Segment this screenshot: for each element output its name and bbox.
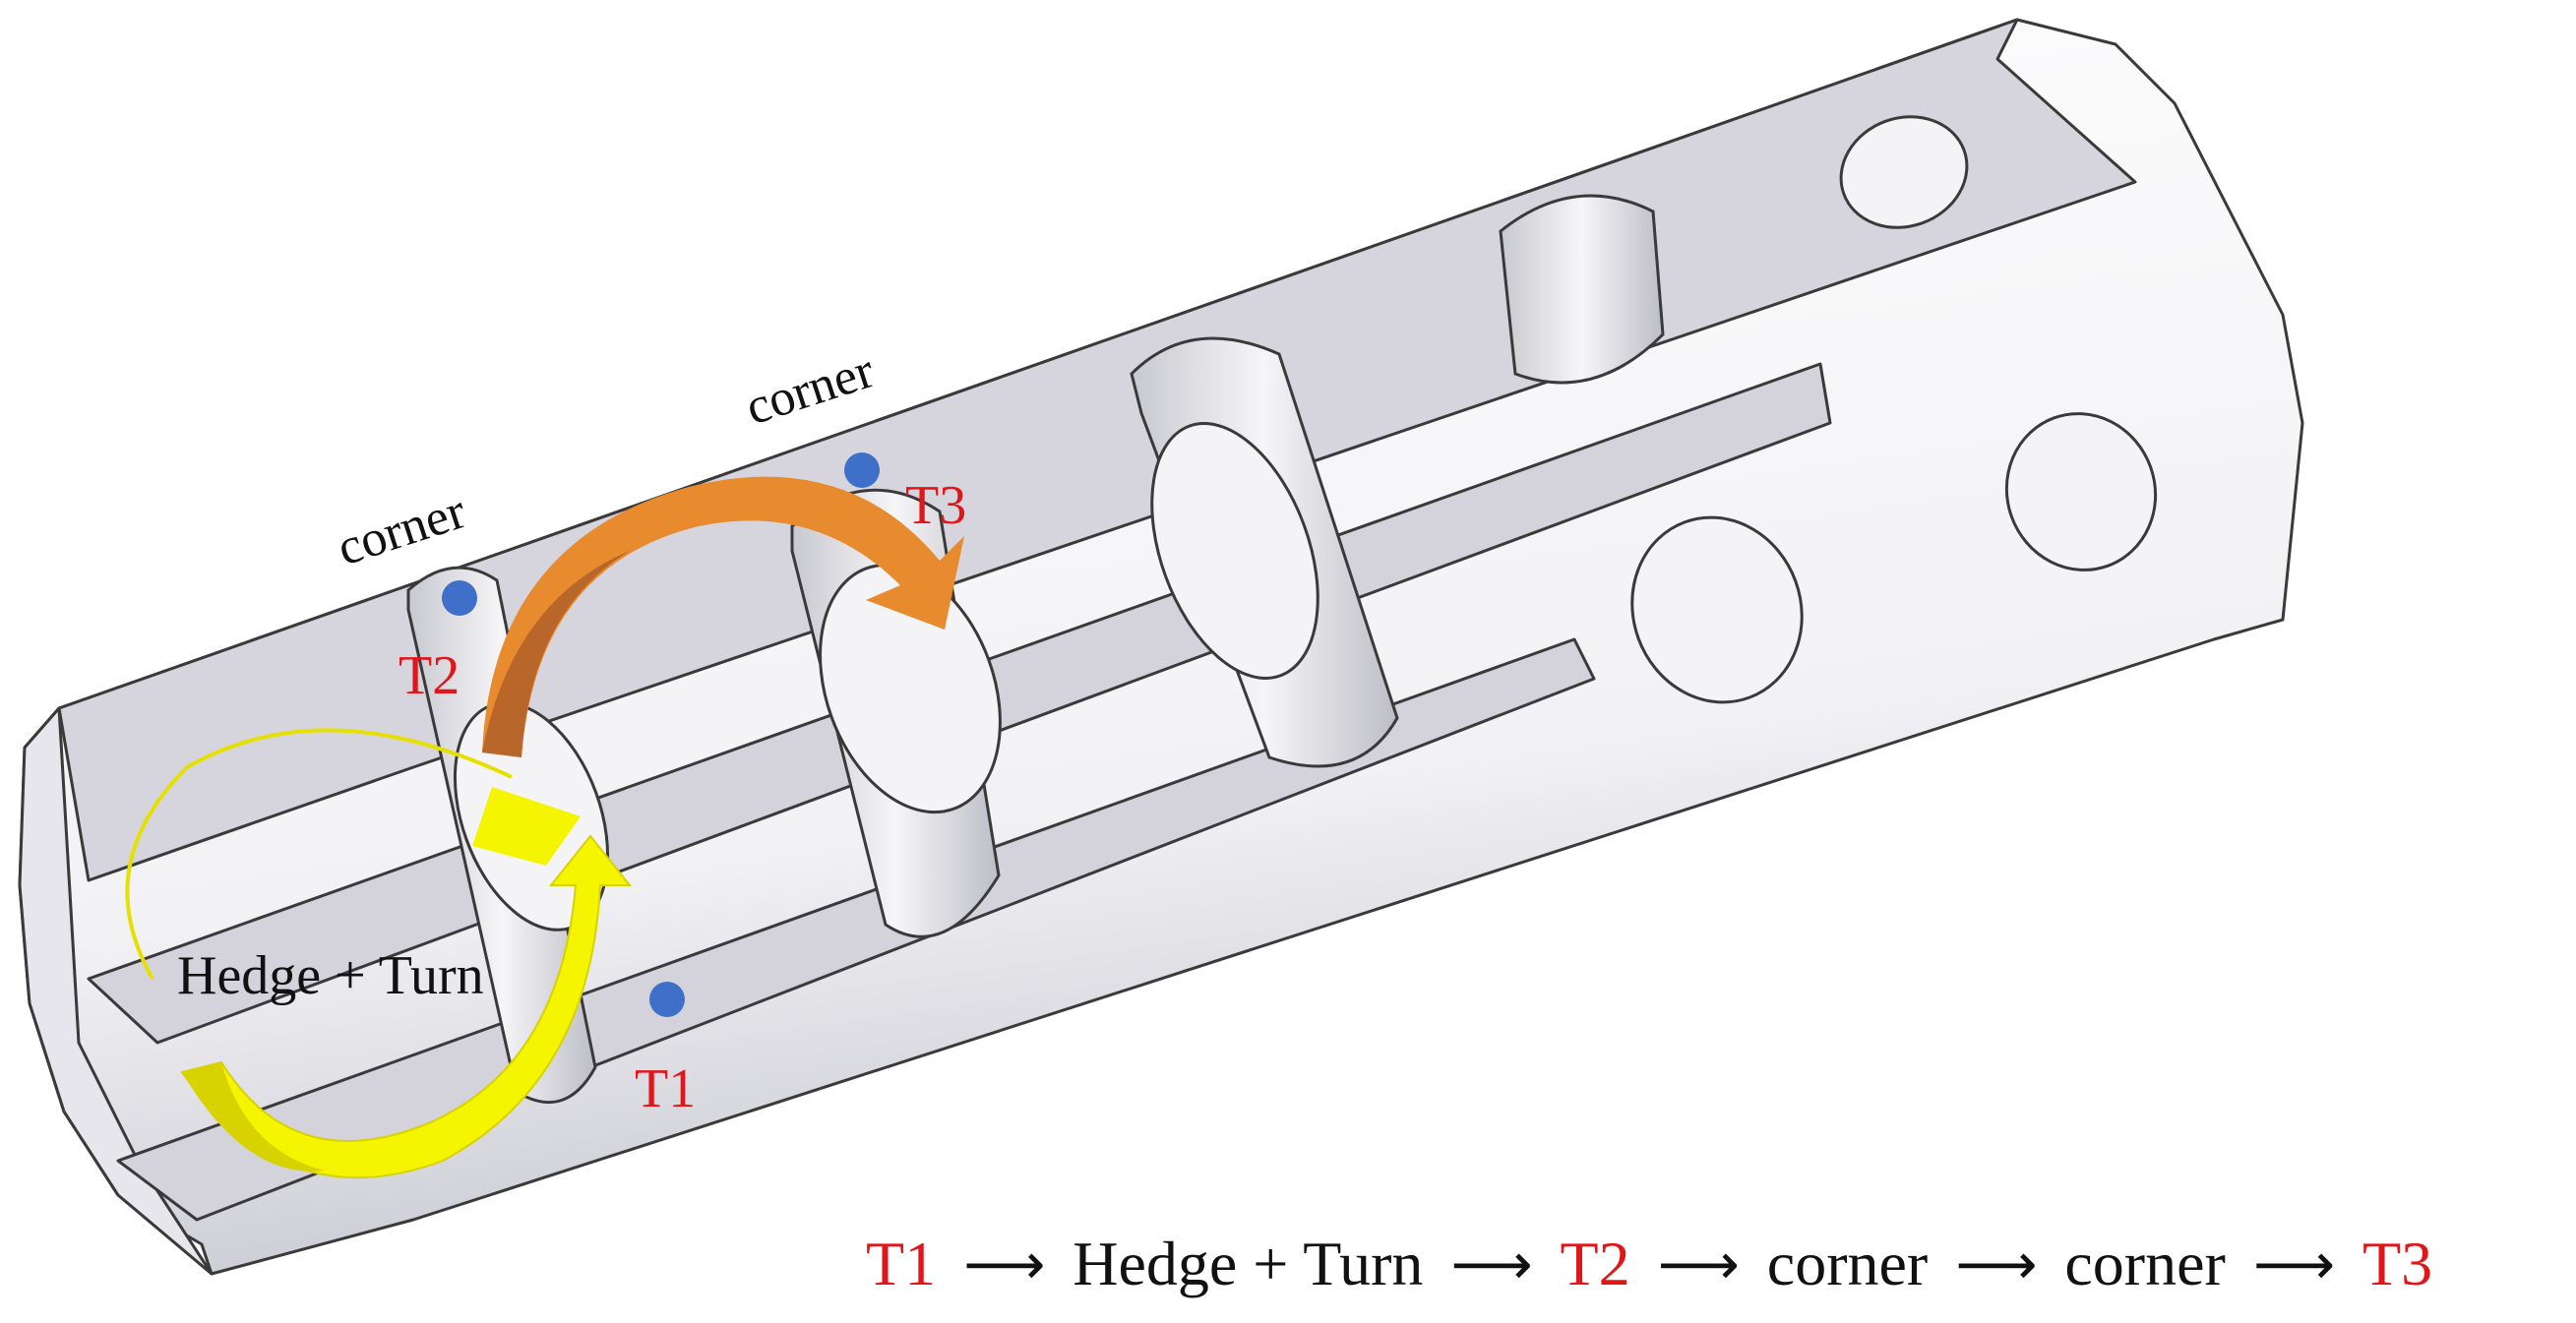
sequence-caption: T1 ⟶ Hedge + Turn ⟶ T2 ⟶ corner ⟶ corner… — [866, 1220, 2558, 1308]
seq-corner-2: corner — [2064, 1229, 2226, 1298]
hole-mid — [1150, 422, 1319, 680]
yellow-outline-arc — [125, 728, 513, 980]
marker-t3 — [844, 452, 880, 488]
hedge-turn-arrows — [125, 728, 633, 1179]
yellow-arc-main — [180, 834, 633, 1179]
pipe-end-face — [18, 706, 214, 1276]
marker-t1 — [649, 982, 685, 1017]
hole-right-1 — [1630, 515, 1804, 704]
t2-t3-arrow — [482, 476, 964, 757]
slot-upper — [1499, 194, 1665, 385]
label-t3: T3 — [905, 475, 966, 536]
hole-right-2 — [2004, 412, 2158, 571]
yellow-arc-tail — [182, 1062, 325, 1172]
label-t1: T1 — [635, 1058, 696, 1119]
seq-t3: T3 — [2361, 1229, 2433, 1298]
seq-hedge-turn: Hedge + Turn — [1073, 1229, 1424, 1298]
seq-t1: T1 — [866, 1229, 937, 1298]
pipe-body — [18, 18, 2304, 1276]
seq-arrow-1-icon: ⟶ — [963, 1231, 1046, 1297]
label-corner-1: corner — [331, 483, 472, 576]
label-corner-2: corner — [739, 342, 881, 436]
yellow-arc-upper — [472, 787, 581, 866]
label-hedge-turn: Hedge + Turn — [177, 945, 484, 1006]
seq-arrow-3-icon: ⟶ — [1657, 1231, 1740, 1297]
hole-t3 — [819, 563, 1002, 814]
label-t2: T2 — [399, 645, 460, 706]
seq-t2: T2 — [1560, 1229, 1630, 1298]
orange-arrow-shadow — [482, 551, 630, 757]
marker-t2 — [442, 580, 477, 616]
seq-arrow-2-icon: ⟶ — [1450, 1231, 1533, 1297]
seq-arrow-5-icon: ⟶ — [2252, 1231, 2335, 1297]
pipe-inner-channel-2 — [116, 637, 1596, 1222]
orange-arrow-body — [482, 476, 964, 757]
markers — [442, 452, 880, 1017]
seq-arrow-4-icon: ⟶ — [1955, 1231, 2038, 1297]
seq-corner-1: corner — [1766, 1229, 1929, 1298]
hole-top-right — [1839, 115, 1969, 229]
